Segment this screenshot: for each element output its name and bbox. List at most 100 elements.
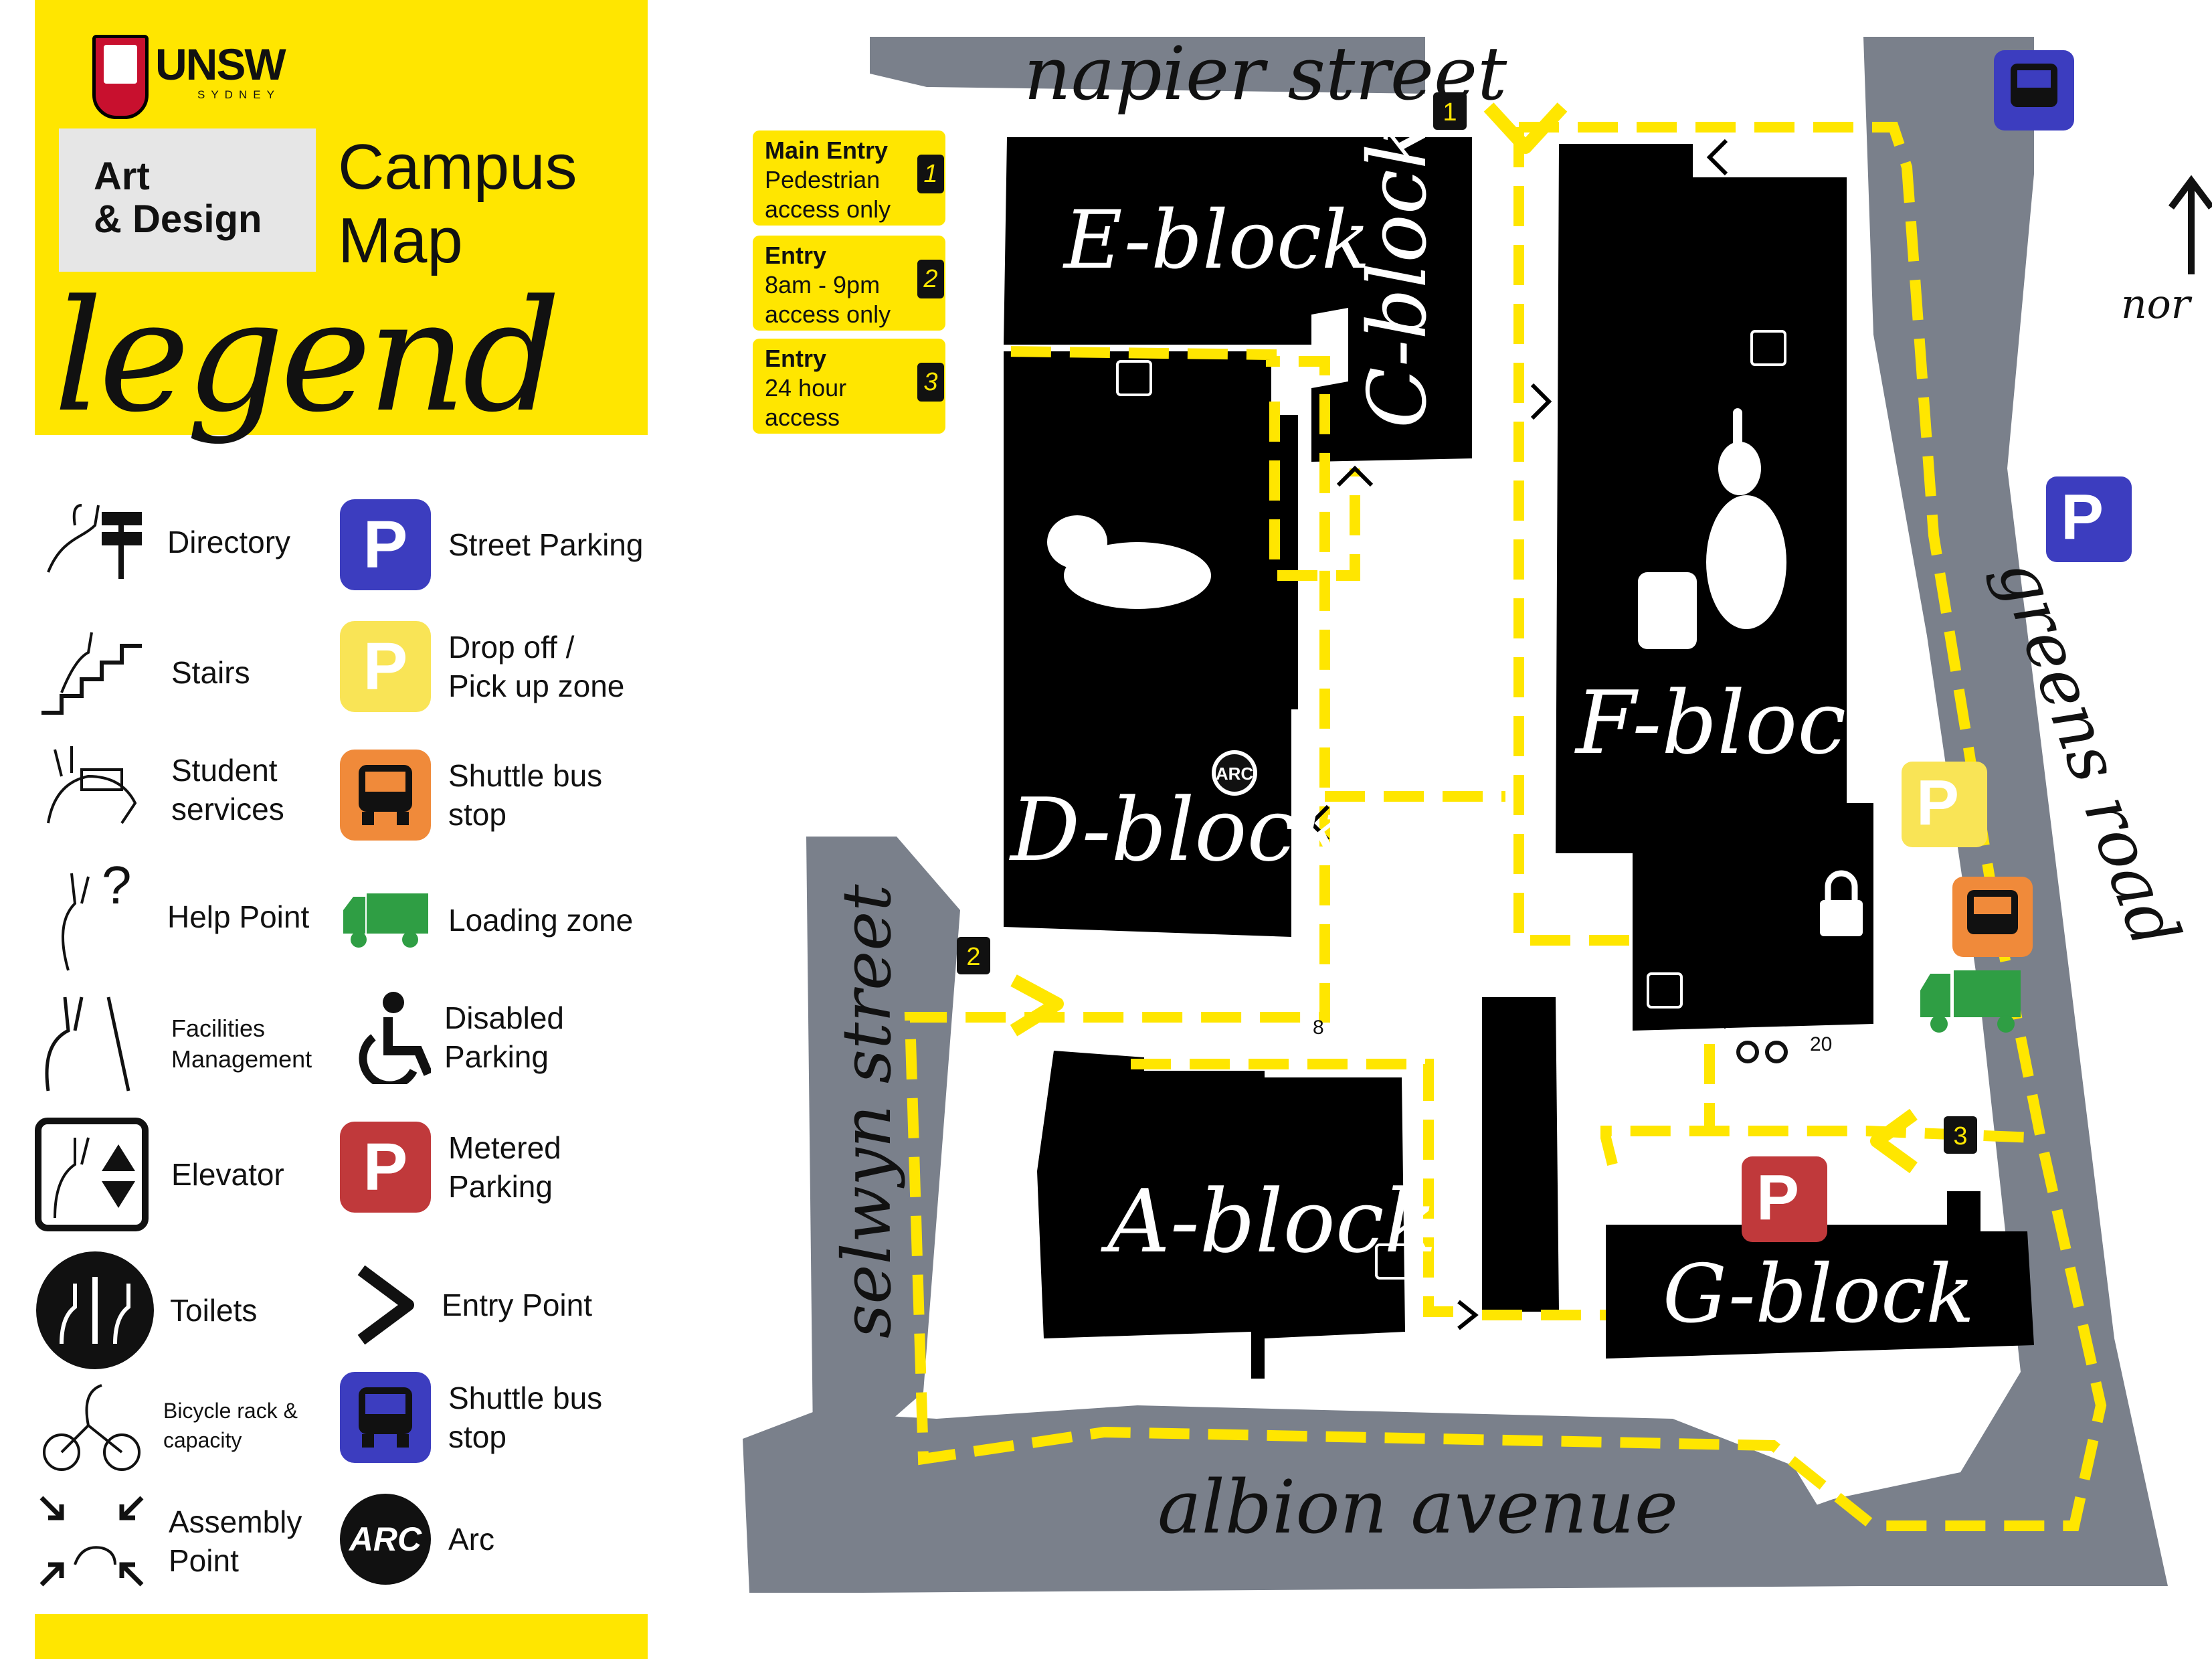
legend-loading-zone: Loading zone <box>340 890 633 950</box>
unsw-logo: UNSW SYDNEY <box>80 27 308 127</box>
legend-heading: legend <box>54 268 561 446</box>
building-e-block <box>1004 137 1348 345</box>
block-label-g: G-block <box>1663 1248 1974 1341</box>
block-label-e: E-block <box>1063 194 1370 287</box>
entry-line: Main Entry <box>765 137 889 164</box>
map-metered-parking-icon <box>1742 1156 1827 1242</box>
label-line: Pick up zone <box>448 669 625 703</box>
drop-off-parking-icon: P <box>340 621 431 712</box>
student-services-icon <box>47 746 137 824</box>
block-label-f: F-block <box>1574 672 1899 774</box>
legend-label-shuttle-blue: Shuttle bus stop <box>448 1379 602 1456</box>
entry-arrows <box>1075 139 1728 1330</box>
entry-badge-3: 3 <box>917 363 944 402</box>
rabbit-artist-icon <box>1638 408 1786 649</box>
legend-label-drop-off: Drop off / Pick up zone <box>448 628 624 705</box>
stairs-icon <box>41 632 142 715</box>
loading-truck-icon <box>343 893 428 948</box>
map-loading-truck-icon <box>1920 970 2021 1033</box>
toilets-icon <box>36 1251 154 1369</box>
svg-text:P: P <box>2061 481 2104 553</box>
map-marker-2-label: 2 <box>966 943 980 971</box>
unsw-crest-icon <box>92 35 149 119</box>
legend-label-stairs: Stairs <box>171 655 250 690</box>
label-line: capacity <box>163 1428 242 1452</box>
block-label-d: D-block <box>1009 779 1348 881</box>
entry-line: 8am - 9pm <box>765 271 881 298</box>
bicycle-icon <box>43 1384 141 1471</box>
north-arrow-icon <box>2169 175 2212 274</box>
legend-stairs: Stairs <box>35 626 250 719</box>
label-line: Metered <box>448 1130 561 1165</box>
entry-chevron-1 <box>1483 102 1568 154</box>
label-line: stop <box>448 797 506 832</box>
entry-badge-2: 2 <box>917 260 944 298</box>
assembly-point-icon <box>39 1496 144 1587</box>
map-marker-2 <box>957 937 990 974</box>
street-parking-icon: P <box>340 499 431 590</box>
label-line: stop <box>448 1419 506 1454</box>
entry-line: access <box>765 404 840 431</box>
faculty-line-2: & Design <box>94 197 262 241</box>
legend-bicycle: Bicycle rack &capacity <box>35 1379 298 1472</box>
map-marker-3 <box>1944 1116 1977 1154</box>
page-title: Campus Map <box>338 130 577 278</box>
entry-line: access only <box>765 300 891 328</box>
svg-text:P: P <box>1916 767 1959 839</box>
road-label-albion: albion avenue <box>1158 1464 1678 1550</box>
legend-label-street-parking: Street Parking <box>448 527 644 562</box>
unsw-wordmark: UNSW <box>155 39 286 89</box>
label-line: Student <box>171 753 278 788</box>
faculty-line-1: Art <box>94 155 150 198</box>
block-label-a: A-block <box>1101 1170 1437 1272</box>
arc-icon: ARC <box>340 1494 431 1585</box>
building-g-block-tower <box>1482 997 1559 1312</box>
legend-drop-off: P Drop off / Pick up zone <box>340 621 624 712</box>
bike-capacity-a: 8 <box>1313 1017 1324 1039</box>
legend-entry-point: Entry Point <box>353 1265 592 1345</box>
bike-capacity-f: 20 <box>1810 1033 1832 1055</box>
legend-label-arc: Arc <box>448 1522 494 1557</box>
legend-label-bicycle: Bicycle rack &capacity <box>163 1396 298 1455</box>
legend-label-entry-point: Entry Point <box>442 1288 592 1322</box>
building-g-block <box>1606 1191 2034 1359</box>
label-line: Drop off / <box>448 630 575 665</box>
legend-elevator: Elevator <box>35 1118 284 1231</box>
faculty-name: Art & Design <box>94 155 262 241</box>
bottom-strip <box>35 1614 648 1659</box>
entry-line: Entry <box>765 345 827 372</box>
disabled-parking-icon <box>1736 1041 1788 1063</box>
road-label-selwyn: selwyn street <box>828 884 906 1338</box>
label-line: Assembly <box>169 1504 302 1539</box>
shuttle-bus-blue-icon <box>340 1372 431 1463</box>
building-a-block <box>1037 1051 1405 1379</box>
block-label-c: C-block <box>1352 120 1445 428</box>
entry-line: Entry <box>765 242 827 269</box>
title-line-1: Campus <box>338 131 577 203</box>
label-line: Facilities <box>171 1015 266 1042</box>
north-label: nor <box>2121 281 2193 328</box>
metered-parking-icon: P <box>340 1122 431 1213</box>
lock-icon <box>1820 870 1863 936</box>
faculty-box: Art & Design <box>59 128 316 272</box>
label-line: Disabled <box>444 1000 564 1035</box>
road-albion <box>743 1405 1867 1593</box>
label-line: Shuttle bus <box>448 1381 603 1415</box>
legend-shuttle-blue: Shuttle bus stop <box>340 1372 602 1463</box>
entry-line: Pedestrian <box>765 166 881 193</box>
sydney-wordmark: SYDNEY <box>197 88 280 101</box>
rabbit-reading-icon <box>1047 515 1211 609</box>
directory-icon <box>47 504 142 579</box>
entry-line: access only <box>765 195 891 223</box>
